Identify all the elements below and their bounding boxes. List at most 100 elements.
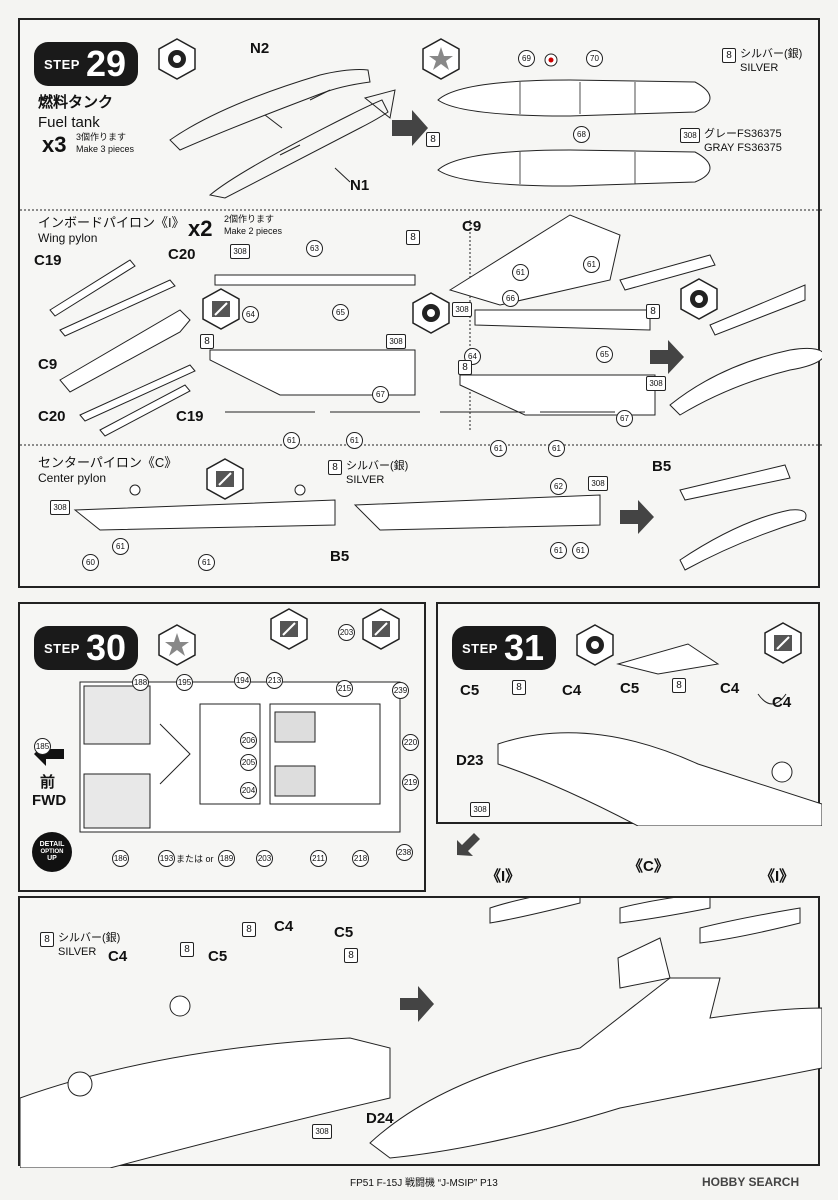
paint-box-308-wing: 308: [230, 244, 250, 259]
pylon-i-right: 《I》: [760, 868, 795, 885]
decal-61-b: 61: [346, 432, 363, 449]
glue-icon-2: [412, 292, 450, 334]
part-c4-e: C4: [274, 918, 294, 935]
wing-qty-jp: 2個作ります: [224, 214, 275, 224]
decal-64: 64: [242, 306, 259, 323]
decal-205: 205: [240, 754, 257, 771]
center-308-left: 308: [50, 500, 70, 515]
step29-badge: STEP 29: [34, 42, 139, 86]
part-c4-d: C4: [108, 948, 128, 965]
fuel-tank-jp: 燃料タンク: [38, 94, 114, 111]
decal-63: 63: [306, 240, 323, 257]
paint-gray-box: 308: [680, 128, 700, 143]
up-text: UP: [47, 855, 57, 863]
part-c5-c: C5: [208, 948, 228, 965]
decal-193: 193: [158, 850, 175, 867]
decal-204: 204: [240, 782, 257, 799]
qty-jp: 3個作ります: [76, 132, 127, 142]
decal-206: 206: [240, 732, 257, 749]
decal-61-h: 61: [198, 554, 215, 571]
decal-67-r: 67: [616, 410, 633, 427]
decal-67: 67: [372, 386, 389, 403]
wing-pylon-jp: インボードパイロン《I》: [38, 215, 185, 230]
part-b5-right: B5: [652, 458, 672, 475]
paint-silver-jp: シルバー(銀): [740, 48, 803, 60]
decal-238: 238: [396, 844, 413, 861]
decal-70: 70: [586, 50, 603, 67]
pylon-c: 《C》: [628, 858, 669, 875]
step30-drawing: [34, 681, 401, 833]
decal-61-j: 61: [572, 542, 589, 559]
decal-185: 185: [34, 738, 51, 755]
part-c4-c: C4: [772, 694, 792, 711]
decal-203: 203: [256, 850, 273, 867]
paint-box-8-wing2: 8: [200, 334, 214, 349]
decal-61-f: 61: [548, 440, 565, 457]
pylon-i-left: 《I》: [486, 868, 521, 885]
paint-box-8-tank: 8: [426, 132, 440, 147]
fuel-tank-en: Fuel tank: [38, 114, 100, 131]
paint-box-8-c5b: 8: [672, 678, 686, 693]
decal-194: 194: [234, 672, 251, 689]
step31-bottom-panel: 8 シルバー(銀) SILVER C4 8 C5 8 C4 C5 8 D24 3…: [18, 858, 822, 1168]
part-c20-top: C20: [168, 246, 196, 263]
down-left-arrow: [457, 833, 480, 856]
step31-drawing: [497, 643, 822, 826]
option-text: OPTION: [40, 848, 64, 855]
decal-186: 186: [112, 850, 129, 867]
step30-badge: STEP 30: [34, 626, 139, 670]
wing-pylon-en: Wing pylon: [38, 231, 98, 245]
paint-hatch-icon-2: [206, 458, 244, 500]
wing-qty: x2: [188, 216, 213, 241]
paint-box-8-c4e: 8: [242, 922, 256, 937]
paint-box-8-silver: 8: [40, 932, 54, 947]
decal-218: 218: [352, 850, 369, 867]
paint-hatch-icon: [202, 288, 240, 330]
part-c19-top: C19: [34, 252, 62, 269]
decal-icon: [422, 38, 460, 80]
wing-qty-en: Make 2 pieces: [224, 226, 283, 236]
step-label: STEP: [462, 640, 498, 656]
paint-hatch-icon-31: [764, 622, 802, 664]
paint-box-8-c5a: 8: [512, 680, 526, 695]
qty-en: Make 3 pieces: [76, 144, 135, 154]
footer: FP51 F-15J 戦闘機 “J-MSIP” P13 HOBBY SEARCH: [0, 1172, 838, 1200]
paint-box-308-wing3: 308: [452, 302, 472, 317]
decal-188: 188: [132, 674, 149, 691]
decal-239: 239: [392, 682, 409, 699]
fwd-en: FWD: [32, 792, 67, 809]
paint-hatch-icon-30a: [270, 608, 308, 650]
or-text: または or: [176, 854, 214, 864]
decal-61-a: 61: [283, 432, 300, 449]
decal-66: 66: [502, 290, 519, 307]
part-c5-b: C5: [620, 680, 640, 697]
decal-61-g: 61: [112, 538, 129, 555]
part-b5: B5: [330, 548, 350, 565]
part-c9-right: C9: [462, 218, 482, 235]
bottom-drawing: [20, 898, 822, 1168]
paint-box-8-wing4: 8: [458, 360, 472, 375]
part-c4-b: C4: [720, 680, 740, 697]
part-d24: D24: [366, 1110, 394, 1127]
silver-en: SILVER: [58, 946, 97, 958]
center-pylon-en: Center pylon: [38, 471, 107, 485]
decal-215: 215: [336, 680, 353, 697]
step-number: 30: [85, 627, 127, 668]
part-c9: C9: [38, 356, 58, 373]
decal-61-e: 61: [490, 440, 507, 457]
decal-189: 189: [218, 850, 235, 867]
paint-box-8-wing3: 8: [646, 304, 660, 319]
decal-211: 211: [310, 850, 327, 867]
decal-62: 62: [550, 478, 567, 495]
step-number: 31: [503, 627, 545, 668]
step-label: STEP: [44, 56, 80, 72]
glue-icon-3: [680, 278, 718, 320]
step-label: STEP: [44, 640, 80, 656]
footer-logo: HOBBY SEARCH: [702, 1175, 800, 1189]
silver-jp: シルバー(銀): [58, 932, 121, 944]
step31-panel: STEP 31 C5 8 C4 C5 8 C4 C4 D23 308: [436, 602, 822, 826]
fwd-jp: 前: [40, 774, 56, 791]
step31-badge: STEP 31: [452, 626, 557, 670]
part-n1: N1: [350, 177, 370, 194]
decal-61-c: 61: [512, 264, 529, 281]
